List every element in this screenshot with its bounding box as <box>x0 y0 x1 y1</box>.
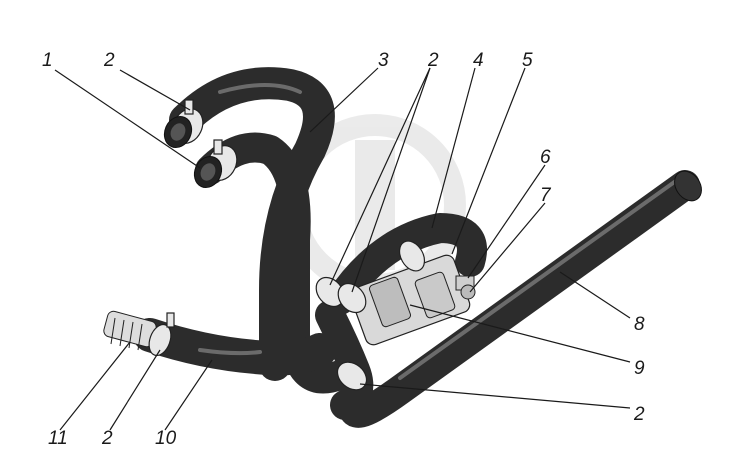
clamp-2-mid-a <box>315 276 345 308</box>
leader-2b-1 <box>329 67 431 286</box>
leader-10 <box>164 359 213 431</box>
leader-4 <box>431 67 476 229</box>
clamp-2-right <box>398 240 426 272</box>
callout-10: 10 <box>155 428 177 449</box>
leader-5 <box>451 67 526 255</box>
leader-9 <box>409 304 631 363</box>
callout-6: 6 <box>540 147 551 168</box>
callout-11: 11 <box>48 428 68 449</box>
callout-4: 4 <box>473 50 484 71</box>
callout-2-lower-right: 2 <box>633 404 645 425</box>
callout-8: 8 <box>634 314 645 335</box>
hose-end-top <box>163 115 193 149</box>
callout-2-bottom: 2 <box>101 428 113 449</box>
leader-lines <box>54 67 631 431</box>
leader-2d <box>109 349 161 431</box>
leader-2b-2 <box>351 67 431 293</box>
hose-end-inner <box>193 155 223 189</box>
leader-6 <box>467 164 546 279</box>
leader-2c <box>359 383 631 409</box>
callout-1: 1 <box>42 50 53 71</box>
clamp-2-bottom <box>336 361 368 391</box>
hose-4 <box>325 213 487 315</box>
leader-3 <box>309 67 379 133</box>
callout-5: 5 <box>522 50 533 71</box>
leader-7 <box>469 202 546 293</box>
leader-11 <box>59 341 131 431</box>
nut-7 <box>460 284 476 300</box>
leader-1 <box>54 69 201 169</box>
clamp-2-mid-b <box>337 282 367 314</box>
hose-10 <box>133 318 337 376</box>
callout-7: 7 <box>540 185 552 206</box>
valve-unit-9 <box>349 254 471 346</box>
leader-8 <box>559 271 631 319</box>
callouts: 1 2 3 2 4 5 6 7 8 9 2 11 2 10 <box>42 50 645 449</box>
leader-2a <box>119 69 191 111</box>
callout-2-upper-right: 2 <box>427 50 439 71</box>
callout-2-top: 2 <box>103 50 115 71</box>
clamp-2-left <box>148 312 175 357</box>
callout-3: 3 <box>378 50 389 71</box>
callout-9: 9 <box>634 358 645 379</box>
hose-3 <box>169 67 335 381</box>
